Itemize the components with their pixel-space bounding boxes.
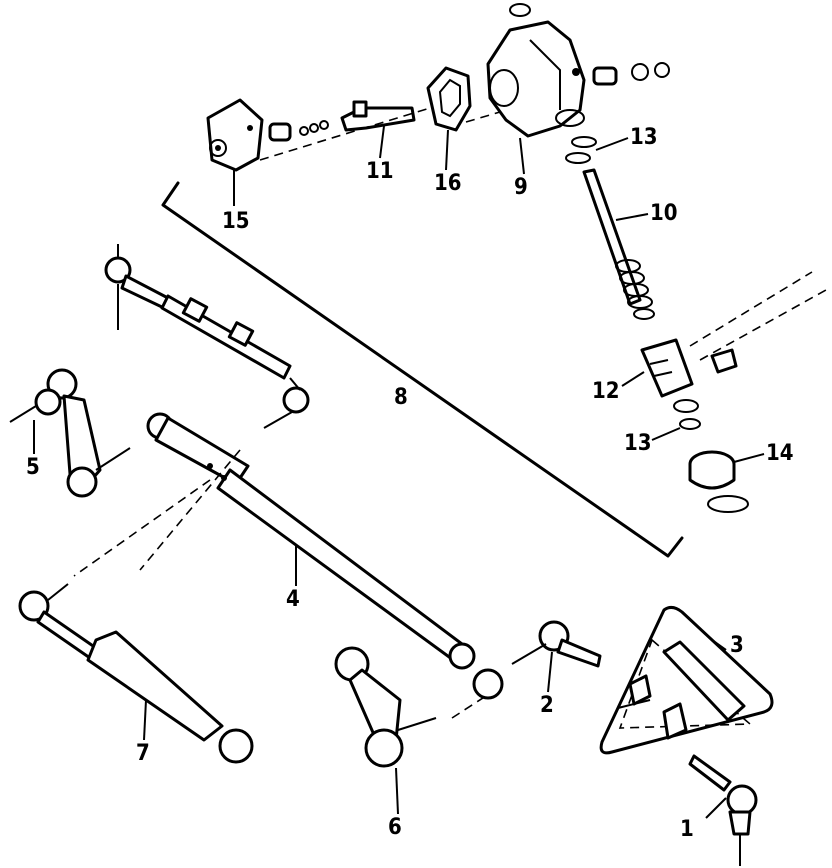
adjuster-nut [299,120,329,136]
alignment-line-d [73,479,211,577]
leader-2 [547,651,553,693]
part-number-12: 12 [592,379,620,404]
leader-12 [621,371,645,387]
part-number-2: 2 [540,693,554,718]
gear-housing-part-9 [486,20,586,138]
alignment-line-e [451,695,487,719]
part-number-5: 5 [26,455,40,480]
washer-part-13-upper [565,136,597,164]
adjuster-sleeve-kit-part-3 [599,605,774,755]
part-number-9: 9 [514,175,528,200]
part-number-10: 10 [650,201,678,226]
gasket-part-16 [426,66,472,132]
part-number-1: 1 [680,817,694,842]
side-cover-part-15 [206,98,264,172]
adjuster-plug-part-14 [688,450,749,513]
pitman-arm-part-6 [334,646,437,768]
part-number-14: 14 [766,441,794,466]
ball-chain-lower [699,289,827,361]
tie-rod-assembly-upper [104,244,310,429]
group-8-bracket [161,181,684,558]
part-number-13-lower: 13 [624,431,652,456]
part-number-11: 11 [366,159,394,184]
ball-nut-part-12 [640,338,694,398]
leader-14 [733,453,765,463]
part-number-4: 4 [286,587,300,612]
tie-rod-end-part-1 [688,754,758,866]
relay-rod-part-4 [146,412,504,700]
ball-guide-clip [710,348,738,374]
part-number-6: 6 [388,815,402,840]
sector-shaft-part-11 [340,100,416,132]
alignment-line-b [465,111,501,123]
worm-shaft-part-10 [582,168,655,320]
leader-10 [615,213,649,221]
top-seal-ring [509,3,531,17]
alignment-line-c [139,449,241,571]
steering-damper-part-7 [18,583,254,764]
part-number-13-upper: 13 [630,125,658,150]
leader-13a [595,137,629,151]
washer-part-13-lower [673,399,701,430]
part-number-16: 16 [434,171,462,196]
tie-rod-end-part-2 [511,620,602,668]
leader-6 [395,767,399,815]
leader-9 [519,137,525,175]
adjuster-bushing [268,122,292,142]
leader-1 [705,797,727,819]
part-number-15: 15 [222,209,250,234]
part-number-7: 7 [136,741,150,766]
leader-16 [445,129,449,171]
leader-3 [711,639,727,651]
idler-arm-part-5 [9,368,131,498]
ball-chain-upper [689,271,813,347]
leader-13b [651,427,681,441]
leader-11 [379,125,385,159]
pitman-shaft-seals [592,62,670,86]
part-number-8: 8 [394,385,408,410]
leader-7 [143,699,147,741]
part-number-3: 3 [730,633,744,658]
